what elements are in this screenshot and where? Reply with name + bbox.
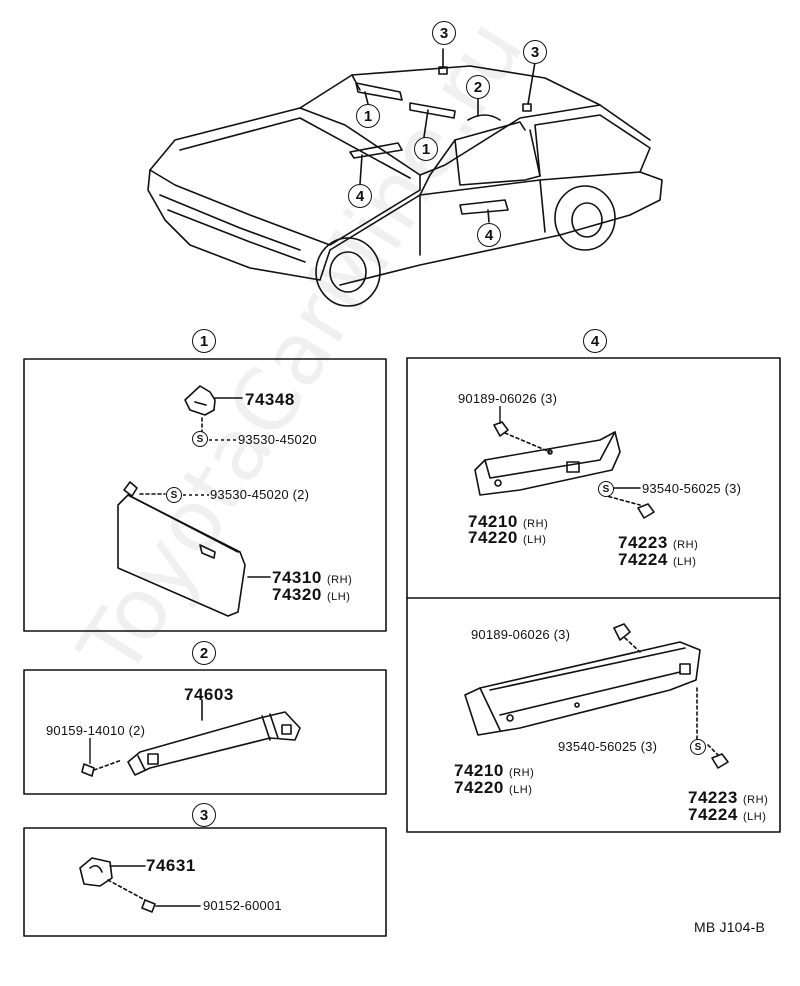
coat-hook-part [79, 857, 113, 887]
armrest-upper-rh-number: 74210 [468, 512, 518, 531]
part-number-armrest-lower-rh: 74210 (RH) [454, 762, 534, 779]
cap-lower-rh-suffix: (RH) [743, 794, 769, 806]
cap-upper-lh-number: 74224 [618, 550, 668, 569]
section-4-frame [406, 357, 781, 833]
sun-visor-part [117, 481, 246, 617]
part-number-cap-upper-rh: 74223 (RH) [618, 534, 698, 551]
callout-4-side-door: 4 [477, 223, 501, 247]
cap-lower-part [711, 753, 729, 769]
s-marker-4: S [690, 739, 706, 755]
part-number-assist-grip: 74603 [184, 685, 234, 704]
part-number-screw-top: 93530-45020 [238, 432, 317, 447]
armrest-lower-rh-number: 74210 [454, 761, 504, 780]
clip-lower-part [613, 623, 631, 641]
section-2-frame [23, 669, 387, 795]
s-marker-1: S [192, 431, 208, 447]
visor-rh-number: 74310 [272, 568, 322, 587]
armrest-lower-lh-suffix: (LH) [509, 784, 533, 796]
cap-lower-lh-number: 74224 [688, 805, 738, 824]
callout-3-roof-front: 3 [432, 21, 456, 45]
part-number-screw-lower: 93540-56025 (3) [558, 739, 658, 754]
part-number-screw-visor: 93530-45020 (2) [210, 487, 310, 502]
armrest-upper-rh-suffix: (RH) [523, 518, 549, 530]
part-number-cap-upper-lh: 74224 (LH) [618, 551, 696, 568]
armrest-lower-rh-suffix: (RH) [509, 767, 535, 779]
armrest-upper-lh-number: 74220 [468, 528, 518, 547]
hook-screw-part [141, 899, 156, 913]
part-number-armrest-upper-lh: 74220 (LH) [468, 529, 546, 546]
cap-lower-rh-number: 74223 [688, 788, 738, 807]
callout-2-roof: 2 [466, 75, 490, 99]
section-1-callout: 1 [192, 329, 216, 353]
part-number-clip-upper: 90189-06026 (3) [458, 391, 558, 406]
section-2-callout: 2 [192, 641, 216, 665]
part-number-clip-lower: 90189-06026 (3) [471, 627, 571, 642]
part-number-cap-lower-rh: 74223 (RH) [688, 789, 768, 806]
visor-bracket-part [184, 385, 216, 416]
armrest-lower-lh-number: 74220 [454, 778, 504, 797]
assist-grip-part [127, 711, 301, 776]
car-illustration [147, 65, 663, 307]
cap-upper-lh-suffix: (LH) [673, 556, 697, 568]
cap-upper-rh-suffix: (RH) [673, 539, 699, 551]
s-marker-3: S [598, 481, 614, 497]
visor-lh-number: 74320 [272, 585, 322, 604]
part-number-visor-lh: 74320 (LH) [272, 586, 350, 603]
cap-lower-lh-suffix: (LH) [743, 811, 767, 823]
callout-1-visor-left: 1 [356, 104, 380, 128]
armrest-upper-part [474, 431, 621, 496]
part-number-grip-screw: 90159-14010 (2) [46, 723, 146, 738]
section-4-callout: 4 [583, 329, 607, 353]
armrest-upper-lh-suffix: (LH) [523, 534, 547, 546]
part-number-visor-bracket: 74348 [245, 390, 295, 409]
part-number-coat-hook: 74631 [146, 856, 196, 875]
part-number-hook-screw: 90152-60001 [203, 898, 282, 913]
callout-1-visor-right: 1 [414, 137, 438, 161]
section-1-frame [23, 358, 387, 632]
callout-4-front-door: 4 [348, 184, 372, 208]
grip-screw-part [81, 759, 123, 777]
part-number-screw-upper: 93540-56025 (3) [642, 481, 742, 496]
part-number-cap-lower-lh: 74224 (LH) [688, 806, 766, 823]
armrest-lower-part [464, 641, 701, 736]
cap-upper-rh-number: 74223 [618, 533, 668, 552]
callout-3-roof-rear: 3 [523, 40, 547, 64]
part-number-armrest-lower-lh: 74220 (LH) [454, 779, 532, 796]
visor-lh-suffix: (LH) [327, 591, 351, 603]
diagram-reference-code: MB J104-B [694, 919, 766, 935]
part-number-visor-rh: 74310 (RH) [272, 569, 352, 586]
section-3-frame [23, 827, 387, 937]
part-number-armrest-upper-rh: 74210 (RH) [468, 513, 548, 530]
section-3-callout: 3 [192, 803, 216, 827]
visor-rh-suffix: (RH) [327, 574, 353, 586]
cap-upper-part [637, 503, 655, 519]
s-marker-2: S [166, 487, 182, 503]
